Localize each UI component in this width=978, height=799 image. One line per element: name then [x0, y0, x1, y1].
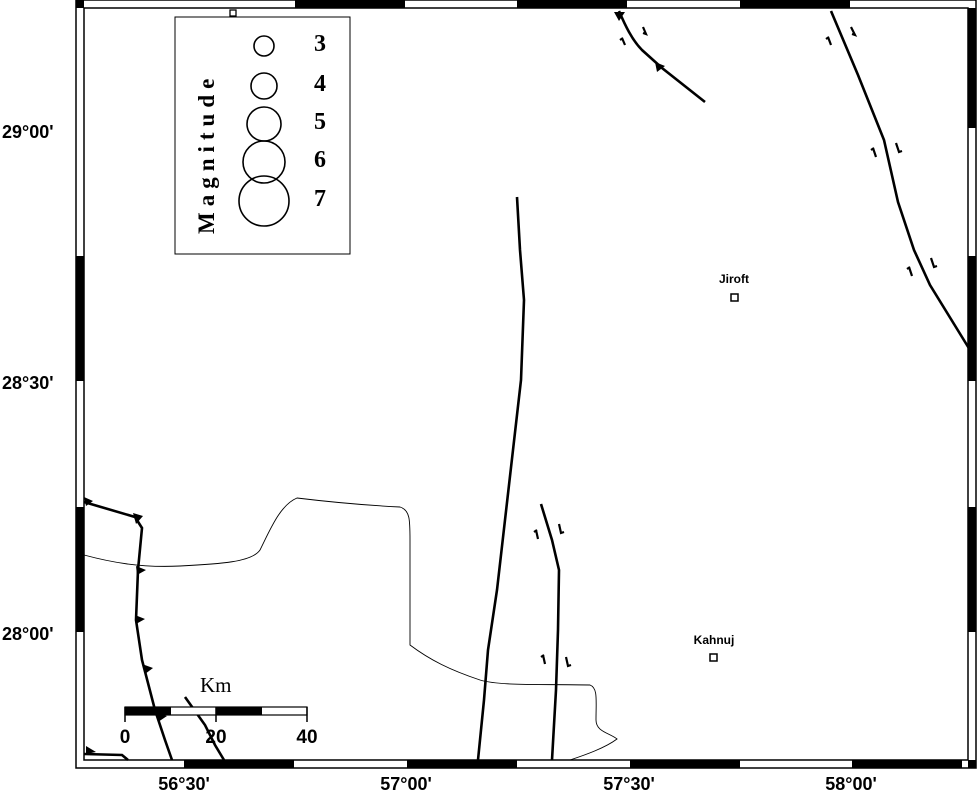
slip-arrow	[533, 529, 540, 540]
lon-label-57-00: 57°00'	[380, 774, 432, 794]
legend-circle-4	[250, 72, 278, 100]
thrust-tooth	[84, 497, 93, 506]
slip-arrow	[870, 147, 878, 158]
thrust-tooth	[614, 12, 625, 21]
city-marker-top	[229, 9, 237, 17]
lon-label-58-00: 58°00'	[825, 774, 877, 794]
slip-arrow	[894, 142, 903, 154]
slip-arrow	[619, 37, 627, 46]
frame-checker-top	[295, 0, 850, 8]
city-marker-jiroft	[730, 293, 739, 302]
fault-central	[476, 196, 526, 761]
city-label-kahnuj: Kahnuj	[693, 633, 735, 647]
lat-label-28-30: 28°30'	[2, 373, 54, 393]
slip-arrow	[825, 36, 833, 46]
legend-magnitude-5: 5	[314, 109, 326, 135]
fault-lines	[83, 10, 972, 761]
scale-tick-0: 0	[119, 727, 131, 748]
thrust-tooth	[133, 513, 143, 524]
slip-arrow	[641, 26, 648, 36]
frame-checker-right	[968, 8, 976, 768]
thrust-tooth	[86, 746, 96, 754]
lat-label-28-00: 28°00'	[2, 624, 54, 644]
legend-magnitude-4: 4	[314, 71, 326, 97]
legend-circles	[238, 35, 290, 227]
thrust-tooth	[136, 566, 146, 575]
slip-arrow	[540, 654, 547, 665]
legend-magnitude-7: 7	[314, 186, 326, 212]
thrust-tooth	[655, 62, 665, 72]
slip-arrow	[850, 26, 858, 37]
map-frame-outer	[75, 0, 977, 769]
thrust-markers	[84, 12, 665, 754]
lat-label-29-00: 29°00'	[2, 122, 54, 142]
thrust-tooth	[142, 664, 153, 674]
city-label-jiroft: Jiroft	[719, 272, 749, 286]
fault-south	[539, 503, 561, 761]
province-border	[83, 497, 618, 761]
fault-corner	[83, 752, 129, 761]
scale-bar-unit: Km	[200, 673, 232, 697]
fault-east	[829, 10, 972, 351]
legend-circle-6	[242, 140, 286, 184]
city-markers	[229, 9, 739, 662]
city-marker-kahnuj	[709, 653, 718, 662]
scale-tick-20: 20	[205, 727, 227, 748]
legend-circle-7	[238, 175, 290, 227]
scale-bar	[124, 706, 308, 722]
slip-arrow	[929, 257, 938, 269]
legend-circle-3	[253, 35, 275, 57]
slip-arrow	[557, 523, 565, 535]
frame-checker-left	[76, 0, 84, 632]
scale-tick-40: 40	[296, 727, 318, 748]
slip-arrow	[564, 656, 572, 668]
thrust-tooth	[135, 615, 145, 624]
lon-label-56-30: 56°30'	[158, 774, 210, 794]
frame-checker-bottom	[184, 760, 962, 768]
slip-arrow	[906, 266, 914, 277]
legend-title: Magnitude	[194, 72, 219, 234]
legend-magnitude-3: 3	[314, 31, 326, 57]
legend-magnitude-6: 6	[314, 147, 326, 173]
strike-slip-markers	[533, 26, 938, 668]
lon-label-57-30: 57°30'	[603, 774, 655, 794]
